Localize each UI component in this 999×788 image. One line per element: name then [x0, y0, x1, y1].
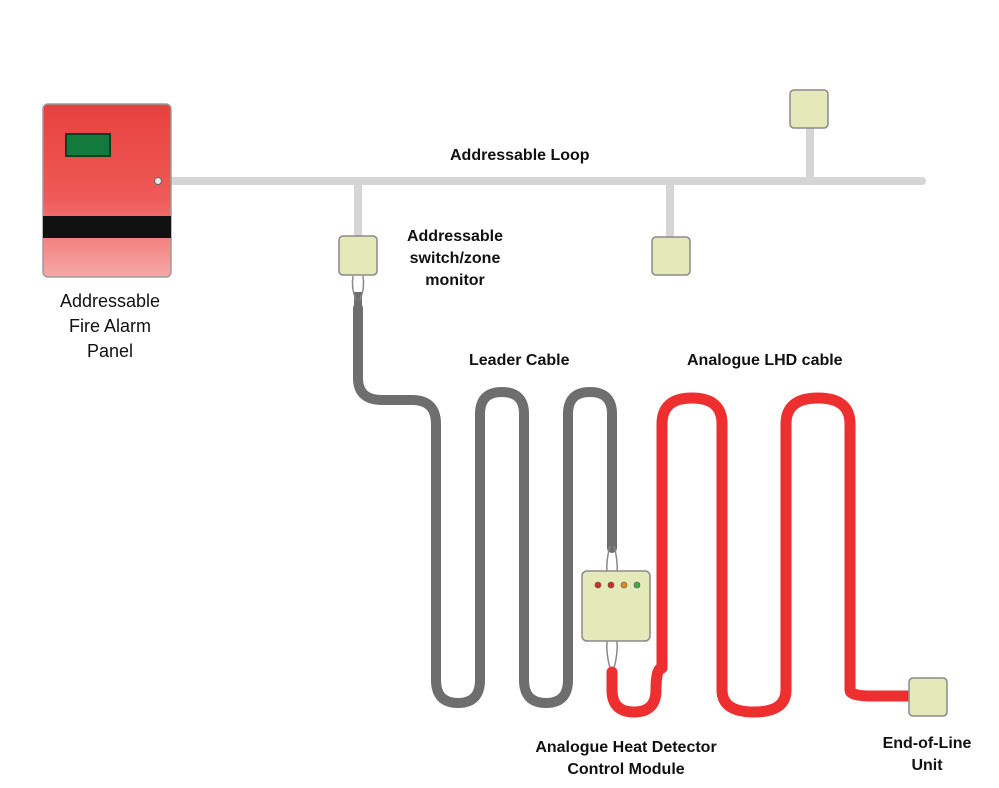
- lhd-cable-path: [606, 392, 916, 718]
- switch-monitor-label-line-2: switch/zone: [409, 250, 501, 267]
- module-led-2: [607, 581, 615, 589]
- switch-wire-split: [351, 275, 365, 301]
- addressable-loop-label: Addressable Loop: [450, 147, 590, 164]
- loop-device-1: [651, 236, 691, 276]
- module-led-3: [620, 581, 628, 589]
- panel-display: [65, 133, 111, 157]
- panel-label-line-2: Fire Alarm: [68, 316, 151, 336]
- addressable-switch-zone-monitor: [338, 235, 378, 276]
- control-module-label: Analogue Heat Detector Control Module: [516, 737, 736, 781]
- module-led-1: [594, 581, 602, 589]
- lhd-cable-label: Analogue LHD cable: [687, 352, 843, 369]
- loop-device-2: [789, 89, 829, 129]
- switch-monitor-label-line-3: monitor: [425, 272, 485, 289]
- eol-unit-label: End-of-Line Unit: [872, 733, 982, 777]
- module-top-wire-split: [606, 545, 618, 573]
- panel-label: Addressable Fire Alarm Panel: [40, 289, 180, 364]
- fire-alarm-panel: [42, 103, 172, 278]
- control-module-label-line-1: Analogue Heat Detector: [535, 739, 717, 756]
- eol-unit-label-line-2: Unit: [911, 757, 943, 774]
- control-module-label-line-2: Control Module: [567, 761, 685, 778]
- panel-label-line-3: Panel: [86, 341, 134, 361]
- wire-splits: [351, 275, 618, 669]
- switch-monitor-label-line-1: Addressable: [406, 228, 504, 245]
- panel-band: [43, 216, 171, 238]
- switch-monitor-label: Addressable switch/zone monitor: [395, 226, 515, 292]
- devices: [338, 89, 948, 717]
- addressable-loop: [166, 128, 926, 238]
- panel-indicator: [154, 177, 162, 185]
- control-module: [581, 570, 651, 642]
- module-led-4: [633, 581, 641, 589]
- panel-label-line-1: Addressable: [59, 291, 161, 311]
- eol-unit-label-line-1: End-of-Line: [882, 735, 972, 752]
- leader-cable: [353, 292, 617, 708]
- leader-cable-path: [353, 303, 617, 708]
- leader-cable-label: Leader Cable: [469, 352, 570, 369]
- lhd-cable: [606, 392, 916, 718]
- end-of-line-unit: [908, 677, 948, 717]
- module-bottom-wire-split: [606, 639, 618, 669]
- panel-body: [42, 103, 172, 278]
